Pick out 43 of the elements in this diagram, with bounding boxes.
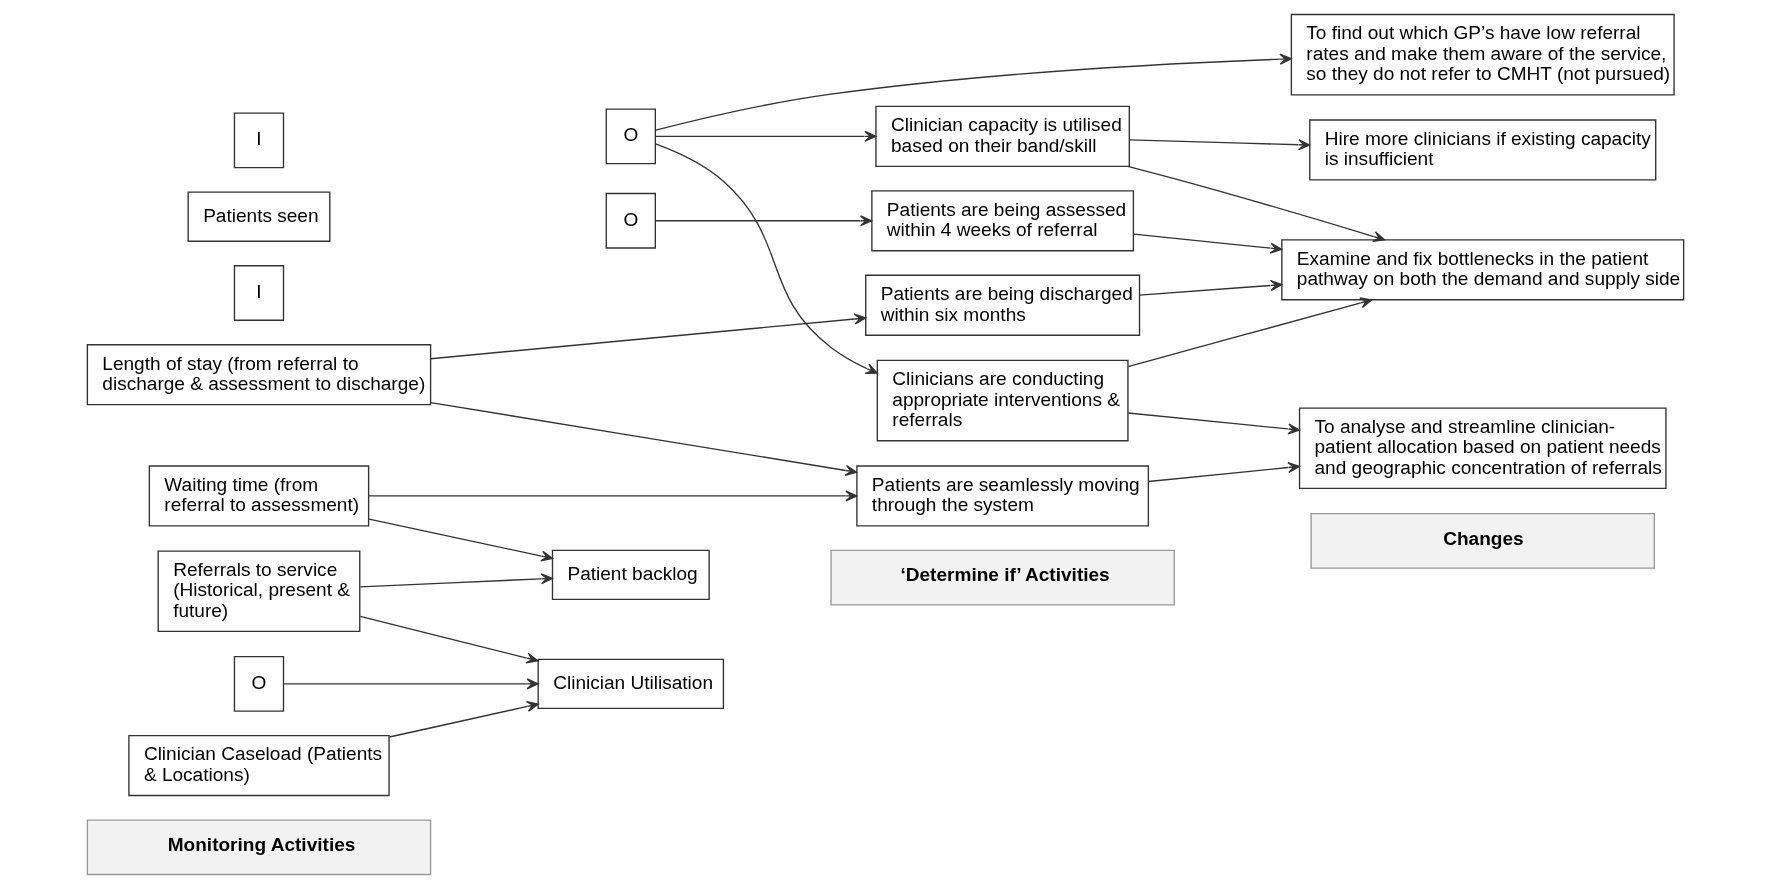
- node-box: Hire more clinicians if existing capacity is insufficient: [1309, 118, 1657, 181]
- node-box: Clinician Utilisation: [537, 658, 725, 709]
- arrow: [655, 214, 873, 226]
- node-box: Waiting time (from referral to assessment): [148, 464, 370, 527]
- node-box: Length of stay (from referral to discharge & assessment to discharge): [86, 343, 432, 405]
- node-box: O: [605, 192, 656, 249]
- arrow: [359, 572, 553, 587]
- node-box: I: [233, 112, 285, 168]
- node-box: I: [233, 264, 285, 321]
- arrow: [283, 677, 539, 689]
- arrow: [1138, 279, 1283, 296]
- node-box: To analyse and streamline clinician-patient allocation based on patient needs and geographic concentration of referrals: [1298, 406, 1667, 489]
- node-box: Clinician capacity is utilised based on their band/skill: [875, 105, 1130, 167]
- arrow: [654, 142, 878, 374]
- arrow: [1127, 411, 1301, 435]
- node-box: O: [605, 107, 656, 164]
- node-box: Monitoring Activities: [86, 818, 432, 875]
- node-box: Clinicians are conducting appropriate interventions & referrals: [876, 359, 1129, 441]
- arrow: [1147, 461, 1300, 482]
- node-box: Examine and fix bottlenecks in the patient pathway on both the demand and supply side: [1281, 238, 1685, 300]
- node-box: Patient backlog: [551, 549, 710, 600]
- arrow: [359, 615, 539, 664]
- arrow: [430, 312, 867, 359]
- arrow: [655, 53, 1292, 131]
- node-box: To find out which GP’s have low referral rates and make them aware of the service, so they do not refer to CMHT (not pursued): [1290, 13, 1675, 95]
- arrow: [655, 130, 877, 142]
- node-box: Changes: [1310, 512, 1656, 569]
- node-box: Referrals to service (Historical, present & future): [157, 549, 361, 632]
- arrow: [1133, 232, 1283, 254]
- node-box: O: [233, 655, 285, 712]
- node-box: Clinician Caseload (Patients & Locations): [128, 734, 390, 796]
- arrow: [388, 700, 539, 738]
- node-box: Patients are being discharged within six months: [865, 274, 1141, 336]
- arrow: [1127, 165, 1386, 242]
- arrow: [1128, 138, 1311, 150]
- arrow: [368, 518, 554, 562]
- node-box: Patients are being assessed within 4 weeks of referral: [871, 189, 1135, 251]
- arrow: [1127, 296, 1373, 367]
- node-box: ‘Determine if’ Activities: [830, 549, 1175, 606]
- arrow: [368, 489, 858, 501]
- node-box: Patients seen: [187, 191, 331, 242]
- arrow: [430, 401, 858, 476]
- node-box: Patients are seamlessly moving through the system: [856, 464, 1150, 527]
